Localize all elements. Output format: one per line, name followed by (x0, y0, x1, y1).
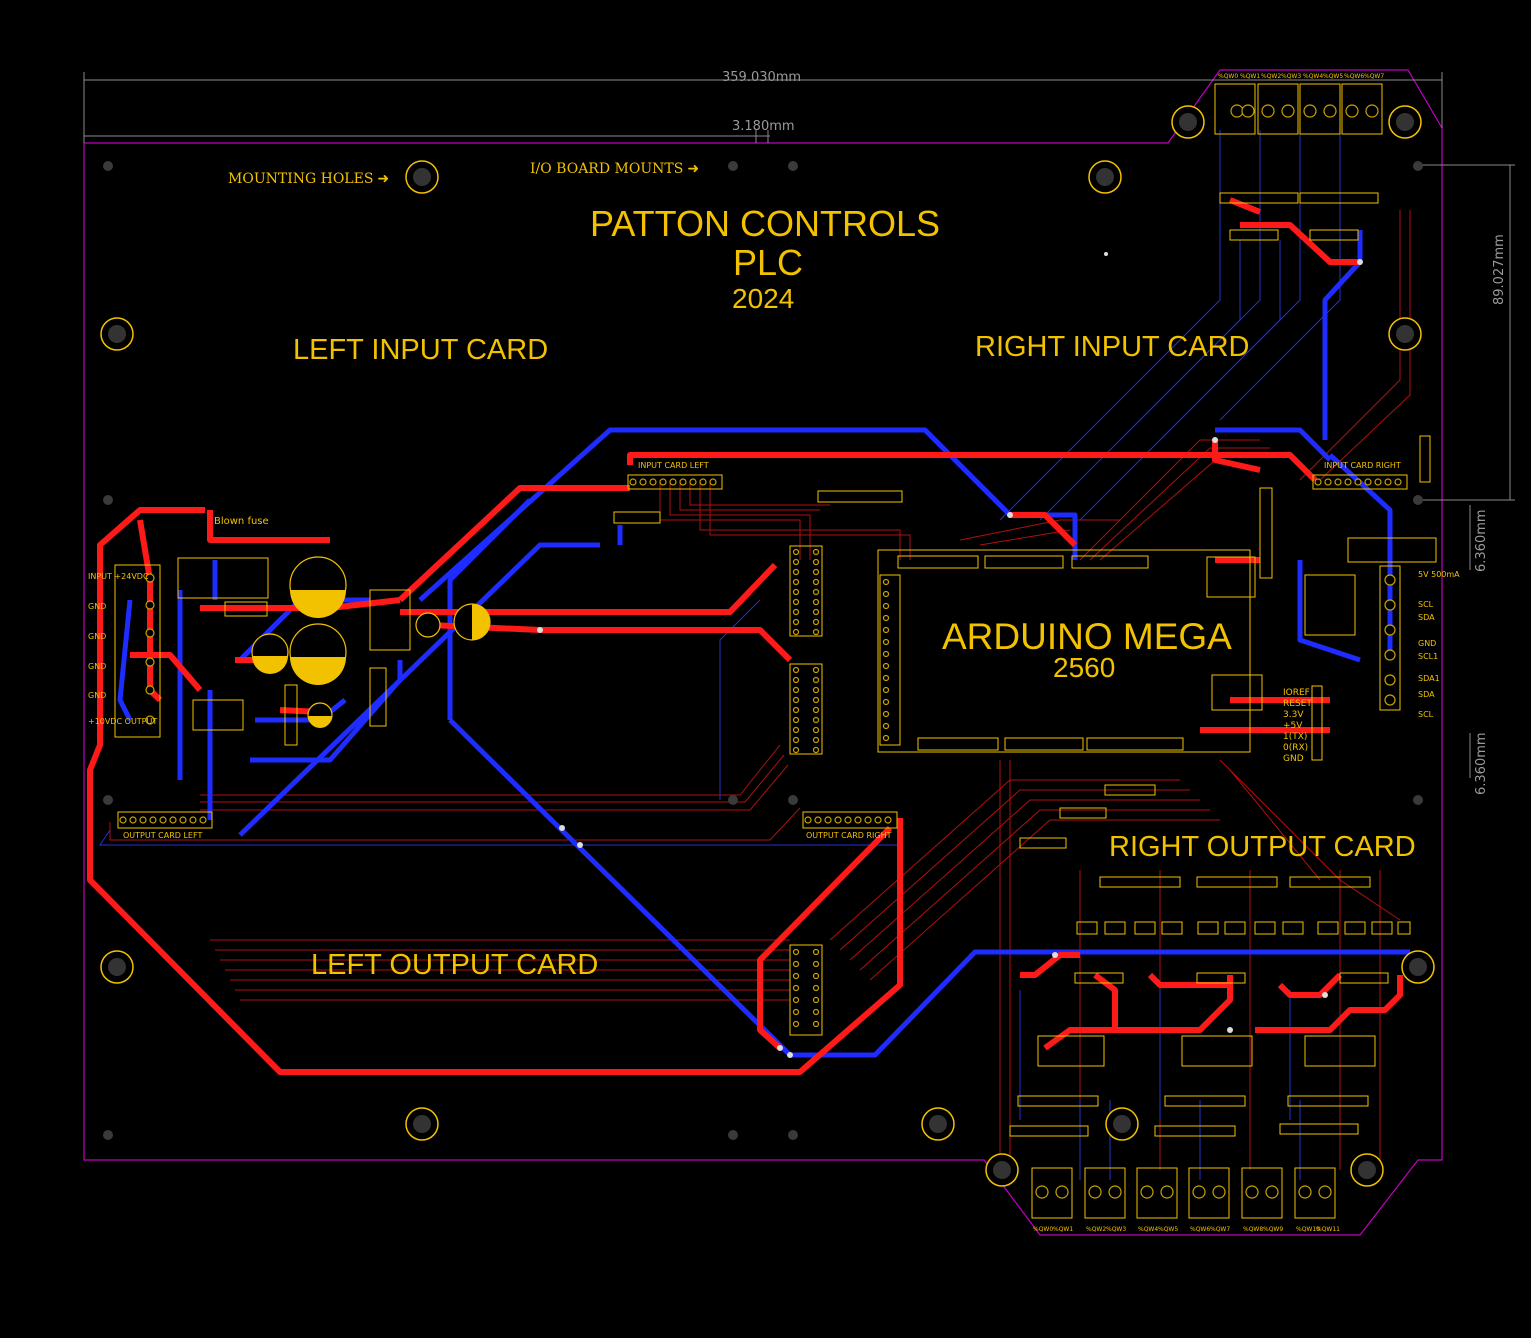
output-label: %QW5 (1323, 73, 1344, 80)
rtc-label: SCL (1418, 600, 1434, 609)
electrolytic-capacitors (251, 556, 491, 728)
output-card-left-header (117, 811, 213, 829)
power-label: +10VDC OUTPUT (88, 717, 158, 726)
board-title: PATTON CONTROLS (590, 203, 941, 244)
arduino-pin-label: IOREF (1283, 688, 1310, 698)
input-card-left-silk: INPUT CARD LEFT (638, 461, 709, 470)
arrow-right-icon: ➜ (687, 161, 700, 177)
output-card-right-header (802, 811, 898, 829)
output-label: %QW10 (1296, 1226, 1320, 1233)
io-board-mounts-text: I/O BOARD MOUNTS (530, 161, 684, 177)
power-label: INPUT +24VDC (88, 572, 149, 581)
vias (537, 252, 1363, 1058)
input-card-left-header (627, 474, 723, 490)
arduino-pin-label: 0(RX) (1283, 743, 1309, 753)
input-card-right-silk: INPUT CARD RIGHT (1324, 461, 1401, 470)
rtc-label: SDA (1418, 613, 1435, 622)
power-label: GND (88, 632, 107, 641)
small-dimension-label-b: 6.360mm (1474, 732, 1489, 795)
arduino-outline (877, 549, 1251, 753)
rtc-label: SCL (1418, 710, 1434, 719)
output-label: %QW6 (1344, 73, 1365, 80)
small-dimension-label-a: 6.360mm (1474, 509, 1489, 572)
arduino-pin-label: GND (1283, 754, 1304, 764)
dimension-lines (83, 72, 1515, 778)
height-dimension-label: 89.027mm (1492, 234, 1507, 305)
arduino-pin-label: 3.3V (1283, 710, 1304, 720)
rtc-label: SDA (1418, 690, 1435, 699)
output-label: %QW8 (1243, 1226, 1264, 1233)
board-subtitle: PLC (733, 242, 804, 283)
component-outlines (114, 83, 1437, 1219)
output-card-right-silk: OUTPUT CARD RIGHT (806, 831, 892, 840)
back-power-traces (117, 230, 1410, 1058)
output-label: %QW1 (1053, 1226, 1074, 1233)
arduino-pin-label: +5V (1283, 721, 1303, 731)
power-label: GND (88, 602, 107, 611)
front-power-traces (87, 197, 1403, 1075)
right-input-card-label: RIGHT INPUT CARD (975, 331, 1250, 363)
arduino-label: ARDUINO MEGA (942, 616, 1232, 657)
rtc-label: 5V 500mA (1418, 570, 1460, 579)
power-label: GND (88, 691, 107, 700)
mounting-holes-annotation: MOUNTING HOLES➜ (228, 171, 389, 187)
arduino-pin-label: RESET (1283, 699, 1312, 709)
output-label: %QW9 (1263, 1226, 1284, 1233)
rtc-label: SCL1 (1418, 652, 1439, 661)
io-board-mounts-annotation: I/O BOARD MOUNTS➜ (530, 161, 699, 177)
arduino-pin-label: 1(TX) (1283, 732, 1308, 742)
output-label: %QW1 (1240, 73, 1261, 80)
signal-traces (109, 210, 1411, 1180)
blown-fuse-silk: Blown fuse (214, 516, 269, 527)
width-dimension-label: 359.030mm (722, 70, 802, 85)
board-outline (83, 69, 1443, 1236)
arduino-model-label: 2560 (1053, 652, 1116, 683)
io-board-mount-holes (103, 161, 1423, 1140)
arrow-right-icon: ➜ (377, 171, 390, 187)
output-label: %QW5 (1158, 1226, 1179, 1233)
output-label: %QW7 (1364, 73, 1385, 80)
output-label: %QW2 (1261, 73, 1282, 80)
output-label: %QW0 (1033, 1226, 1054, 1233)
output-label: %QW3 (1281, 73, 1302, 80)
left-input-card-label: LEFT INPUT CARD (293, 334, 549, 366)
right-output-card-label: RIGHT OUTPUT CARD (1109, 831, 1416, 863)
back-signal-traces (99, 130, 1341, 1180)
output-label: %QW4 (1138, 1226, 1159, 1233)
rtc-label: GND (1418, 639, 1437, 648)
output-label: %QW11 (1316, 1226, 1340, 1233)
output-label: %QW3 (1106, 1226, 1127, 1233)
left-output-card-label: LEFT OUTPUT CARD (311, 949, 599, 981)
input-card-right-header (1312, 474, 1408, 490)
output-card-left-silk: OUTPUT CARD LEFT (123, 831, 203, 840)
board-year: 2024 (732, 283, 795, 314)
output-label: %QW7 (1210, 1226, 1231, 1233)
offset-dimension-label: 3.180mm (732, 119, 795, 134)
output-label: %QW2 (1086, 1226, 1107, 1233)
mounting-holes-text: MOUNTING HOLES (228, 171, 374, 187)
output-label: %QW6 (1190, 1226, 1211, 1233)
rtc-label: SDA1 (1418, 674, 1440, 683)
output-label: %QW4 (1303, 73, 1324, 80)
power-label: GND (88, 662, 107, 671)
mounting-hole-drills (108, 113, 1427, 1179)
pads (119, 104, 1402, 1199)
output-label: %QW0 (1218, 73, 1239, 80)
